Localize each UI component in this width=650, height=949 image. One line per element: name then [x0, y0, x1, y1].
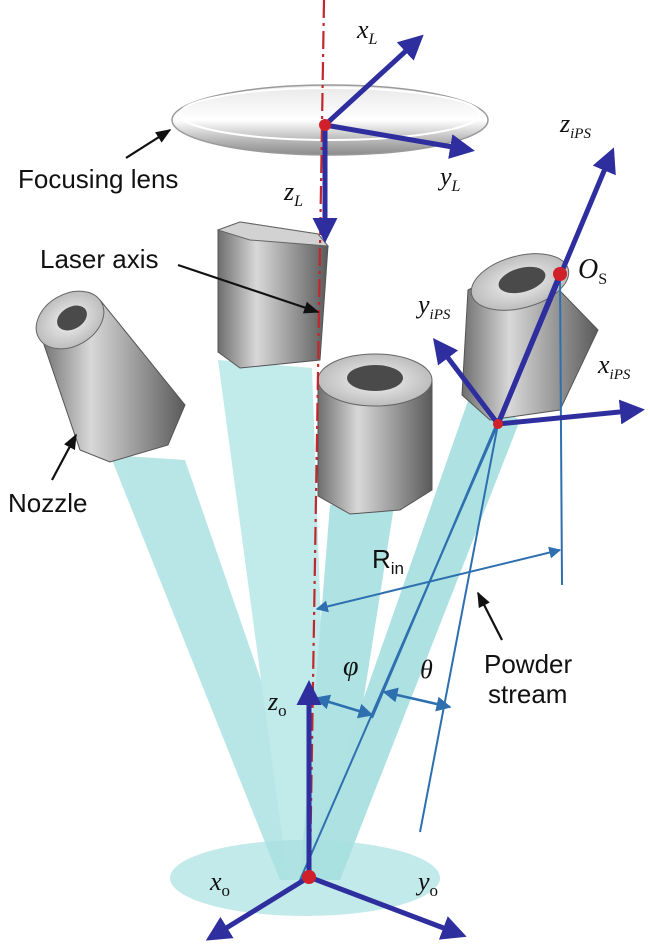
label-z-iPS: ziPS	[559, 109, 591, 142]
label-nozzle: Nozzle	[8, 488, 87, 518]
nozzle-back	[216, 221, 330, 369]
label-y-iPS: yiPS	[415, 290, 451, 323]
os-point-dot	[553, 267, 567, 281]
label-R-in: Rin	[372, 544, 404, 578]
nozzle-left	[35, 290, 186, 463]
label-x-iPS: xiPS	[597, 350, 631, 383]
label-focusing-lens: Focusing lens	[18, 164, 178, 194]
label-phi: φ	[343, 651, 359, 682]
ips-frame-axes	[432, 147, 645, 427]
ips-origin-dot	[493, 419, 503, 429]
label-y-L: yL	[437, 162, 461, 195]
powder-stream-right	[300, 395, 520, 880]
nozzle-center	[317, 353, 433, 515]
label-x-L: xL	[356, 15, 378, 48]
label-theta: θ	[420, 655, 433, 684]
r-in-dimension	[315, 546, 562, 613]
nozzle-right	[461, 253, 599, 421]
label-x-o: xo	[209, 867, 230, 900]
laser-axis-line	[308, 0, 326, 871]
workpiece-origin-dot	[302, 870, 316, 884]
label-y-o: yo	[415, 867, 438, 900]
lens-frame-axes	[312, 34, 475, 243]
angle-markers	[314, 687, 452, 719]
label-O-S: OS	[578, 254, 607, 288]
label-z-L: zL	[283, 177, 303, 210]
powder-streams	[110, 360, 520, 916]
label-laser-axis: Laser axis	[40, 244, 159, 274]
lens-origin-dot	[319, 119, 331, 131]
origin-frame-axes	[205, 680, 467, 941]
powder-stream-back	[218, 360, 330, 880]
label-powder-stream-1: Powder	[484, 649, 572, 679]
callout-arrows	[51, 129, 503, 641]
label-z-o: zo	[267, 687, 287, 720]
label-powder-stream-2: stream	[488, 679, 567, 709]
